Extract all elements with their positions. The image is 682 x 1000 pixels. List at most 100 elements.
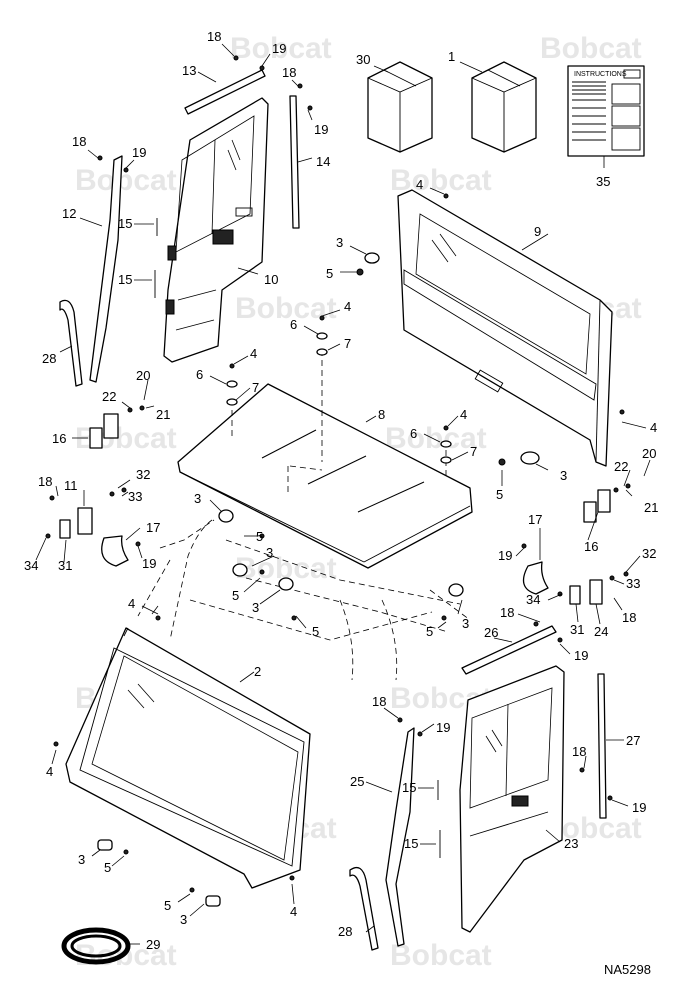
callout-26: 26	[484, 625, 498, 640]
bracket-31-left	[59, 519, 71, 539]
callout-4: 4	[650, 420, 657, 435]
clamp-group	[97, 252, 540, 907]
callout-3: 3	[252, 600, 259, 615]
watermark: Bobcat	[385, 422, 487, 455]
callout-28: 28	[338, 924, 352, 939]
callout-3: 3	[462, 616, 469, 631]
bracket-16-left	[89, 413, 119, 449]
callout-1: 1	[448, 49, 455, 64]
callout-12: 12	[62, 206, 76, 221]
grab-handle-17-right	[522, 561, 549, 595]
rear-window-9	[397, 189, 613, 467]
callout-19: 19	[132, 145, 146, 160]
instructions-label: INSTRUCTIONS	[574, 71, 627, 78]
callout-4: 4	[416, 177, 423, 192]
callout-33: 33	[128, 489, 142, 504]
bracket-16-right	[583, 489, 611, 523]
callout-24: 24	[594, 624, 608, 639]
callout-32: 32	[642, 546, 656, 561]
callout-30: 30	[356, 52, 370, 67]
callout-4: 4	[344, 299, 351, 314]
door-23-right	[459, 665, 565, 933]
callout-6: 6	[196, 367, 203, 382]
seal-strip-13	[184, 69, 266, 115]
callout-14: 14	[316, 154, 330, 169]
callout-20: 20	[642, 446, 656, 461]
grab-handle-17-left	[101, 535, 129, 567]
hinge-15-right	[437, 780, 441, 858]
callout-8: 8	[378, 407, 385, 422]
rops-frame-phantom	[137, 350, 471, 681]
callout-5: 5	[426, 624, 433, 639]
callout-4: 4	[290, 904, 297, 919]
callouts: 18 19 13 18 19 14 30 1 35 18 19 12 15 15…	[24, 29, 658, 952]
leader-lines	[35, 43, 651, 945]
seal-strip-27	[597, 673, 607, 819]
callout-11: 11	[64, 478, 78, 493]
callout-23: 23	[564, 836, 578, 851]
callout-17: 17	[528, 512, 542, 527]
callout-3: 3	[560, 468, 567, 483]
callout-28: 28	[42, 351, 56, 366]
callout-18: 18	[500, 605, 514, 620]
hinge-15-upper	[156, 218, 177, 261]
callout-10: 10	[264, 272, 278, 287]
callout-3: 3	[180, 912, 187, 927]
callout-13: 13	[182, 63, 196, 78]
callout-16: 16	[52, 431, 66, 446]
callout-29: 29	[146, 937, 160, 952]
callout-19: 19	[436, 720, 450, 735]
watermark: Bobcat	[390, 939, 492, 972]
callout-6: 6	[290, 317, 297, 332]
callout-5: 5	[164, 898, 171, 913]
seal-28-right	[349, 866, 379, 951]
callout-4: 4	[250, 346, 257, 361]
callout-18: 18	[38, 474, 52, 489]
callout-4: 4	[460, 407, 467, 422]
callout-18: 18	[72, 134, 86, 149]
callout-17: 17	[146, 520, 160, 535]
callout-18: 18	[207, 29, 221, 44]
callout-5: 5	[496, 487, 503, 502]
watermark: Bobcat	[235, 292, 337, 325]
callout-18: 18	[372, 694, 386, 709]
windshield-2	[65, 627, 311, 889]
fastener-group	[45, 268, 631, 893]
instructions-sheet: INSTRUCTIONS	[567, 65, 645, 157]
callout-3: 3	[194, 491, 201, 506]
callout-34: 34	[526, 592, 540, 607]
watermark: Bobcat	[390, 164, 492, 197]
callout-22: 22	[102, 389, 116, 404]
callout-18: 18	[282, 65, 296, 80]
callout-32: 32	[136, 467, 150, 482]
bracket-24	[589, 579, 603, 605]
callout-5: 5	[326, 266, 333, 281]
callout-3: 3	[78, 852, 85, 867]
callout-25: 25	[350, 774, 364, 789]
callout-4: 4	[128, 596, 135, 611]
callout-15: 15	[118, 216, 132, 231]
callout-21: 21	[644, 500, 658, 515]
watermark: Bobcat	[230, 32, 332, 65]
callout-15: 15	[118, 272, 132, 287]
roof-8	[177, 383, 473, 569]
callout-4: 4	[46, 764, 53, 779]
callout-5: 5	[312, 624, 319, 639]
callout-31: 31	[570, 622, 584, 637]
callout-34: 34	[24, 558, 38, 573]
hinge-15-lower	[154, 270, 175, 315]
pillar-trim-25	[385, 727, 415, 947]
callout-19: 19	[142, 556, 156, 571]
callout-6: 6	[410, 426, 417, 441]
callout-18: 18	[572, 744, 586, 759]
callout-22: 22	[614, 459, 628, 474]
callout-2: 2	[254, 664, 261, 679]
callout-21: 21	[156, 407, 170, 422]
callout-20: 20	[136, 368, 150, 383]
seal-strip-14	[289, 95, 300, 229]
callout-16: 16	[584, 539, 598, 554]
callout-19: 19	[498, 548, 512, 563]
callout-9: 9	[534, 224, 541, 239]
callout-27: 27	[626, 733, 640, 748]
callout-31: 31	[58, 558, 72, 573]
